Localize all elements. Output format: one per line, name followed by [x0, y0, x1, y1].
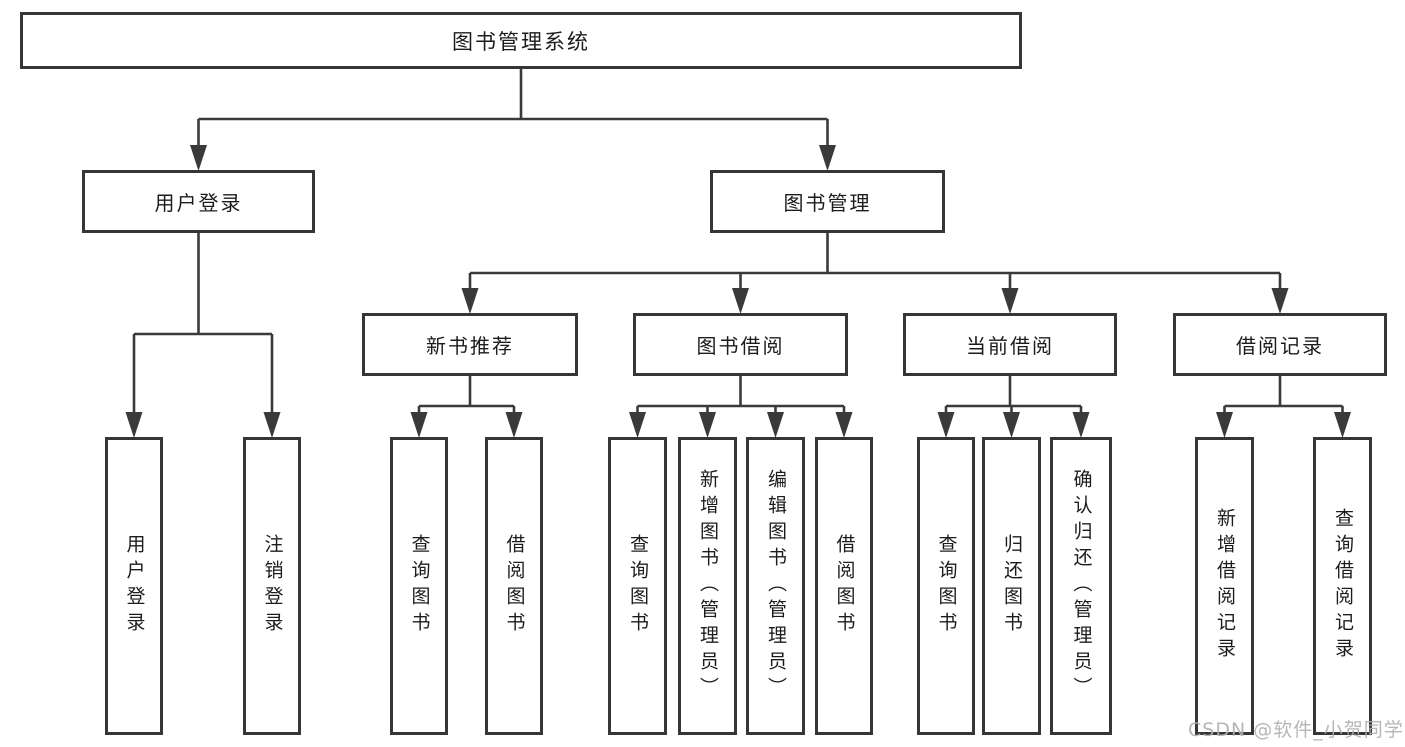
node-user-login: 用户登录 [82, 170, 315, 233]
arrowhead [732, 288, 749, 314]
node-label: 借阅记录 [1236, 334, 1324, 358]
node-bb-edit: 编辑图书（管理员） [746, 437, 805, 735]
node-cb-query: 查询图书 [917, 437, 975, 735]
node-cb-confirm: 确认归还（管理员） [1050, 437, 1112, 735]
node-label: 用户登录 [123, 534, 146, 638]
node-label: 新增借阅记录 [1214, 508, 1236, 664]
node-label: 图书借阅 [696, 334, 785, 358]
node-borrow-record: 借阅记录 [1173, 313, 1387, 376]
node-login: 用户登录 [105, 437, 163, 735]
node-logout: 注销登录 [243, 437, 301, 735]
arrowhead [1072, 412, 1090, 438]
node-label: 查询借阅记录 [1332, 508, 1354, 664]
node-label: 图书管理 [783, 191, 872, 215]
node-label: 查询图书 [935, 534, 958, 638]
node-label: 图书管理系统 [452, 29, 590, 54]
arrowhead [125, 412, 143, 438]
arrowhead [1001, 288, 1019, 314]
node-current-borrow: 当前借阅 [903, 313, 1117, 376]
node-label: 确认归还（管理员） [1070, 469, 1093, 703]
node-bb-add: 新增图书（管理员） [678, 437, 737, 735]
arrowhead [937, 412, 955, 438]
node-label: 借阅图书 [503, 534, 526, 638]
arrowhead [699, 412, 716, 438]
csdn-watermark: CSDN @软件_小贺同学 [1188, 719, 1404, 741]
node-label: 用户登录 [154, 191, 243, 215]
node-label: 当前借阅 [966, 334, 1054, 358]
node-label: 编辑图书（管理员） [765, 469, 787, 703]
node-label: 归还图书 [1001, 534, 1023, 638]
node-label: 新书推荐 [426, 334, 514, 358]
arrowhead [461, 288, 479, 314]
arrowhead [819, 145, 836, 171]
arrowhead [1271, 288, 1289, 314]
node-book-mgmt: 图书管理 [710, 170, 945, 233]
arrowhead [1216, 412, 1233, 438]
arrowhead [767, 412, 784, 438]
arrowhead [1003, 412, 1020, 438]
arrowhead [629, 412, 646, 438]
arrowhead [410, 412, 428, 438]
node-cb-return: 归还图书 [982, 437, 1041, 735]
node-bb-borrow: 借阅图书 [815, 437, 873, 735]
node-br-add: 新增借阅记录 [1195, 437, 1254, 735]
arrowhead [505, 412, 523, 438]
node-label: 查询图书 [408, 534, 431, 638]
node-bb-query: 查询图书 [608, 437, 667, 735]
node-root: 图书管理系统 [20, 12, 1022, 69]
arrowhead [190, 145, 207, 171]
node-new-book-rec: 新书推荐 [362, 313, 578, 376]
arrowhead [1334, 412, 1351, 438]
node-label: 新增图书（管理员） [697, 469, 719, 703]
node-br-query: 查询借阅记录 [1313, 437, 1372, 735]
arrowhead [835, 412, 853, 438]
node-rec-query: 查询图书 [390, 437, 448, 735]
node-label: 查询图书 [627, 534, 649, 638]
node-rec-borrow: 借阅图书 [485, 437, 543, 735]
node-label: 注销登录 [261, 534, 284, 638]
node-book-borrow: 图书借阅 [633, 313, 848, 376]
arrowhead [263, 412, 281, 438]
node-label: 借阅图书 [833, 534, 856, 638]
